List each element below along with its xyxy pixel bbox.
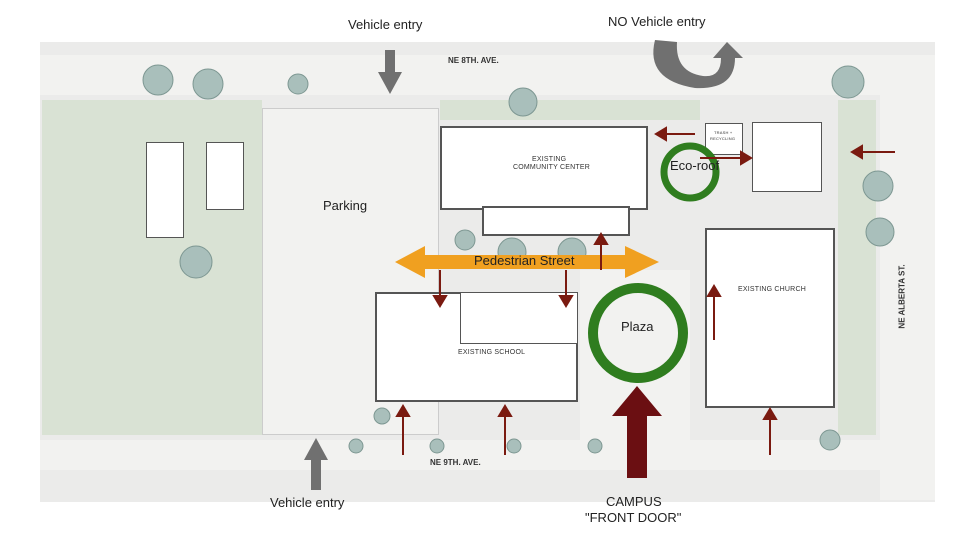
vehicle-entry-top-label: Vehicle entry <box>348 17 423 32</box>
tree <box>508 87 538 117</box>
tree <box>348 438 364 454</box>
tree <box>506 438 522 454</box>
entry-arrow <box>432 270 448 308</box>
community-center-label-1: EXISTING <box>532 156 567 163</box>
north-lawn-strip <box>440 100 700 120</box>
vehicle-entry-arrow-top <box>378 50 402 94</box>
eco-roof-label: Eco-roof <box>670 158 720 173</box>
no-vehicle-entry-u-turn-arrow <box>653 40 743 89</box>
entry-arrow <box>593 232 609 270</box>
tree <box>862 170 894 202</box>
plaza-circle <box>588 283 688 383</box>
community-center-label-2: COMMUNITY CENTER <box>513 164 590 171</box>
tree <box>865 217 895 247</box>
pedestrian-street-arrow <box>395 246 659 278</box>
entry-arrow <box>700 150 753 166</box>
campus-front-door-arrow <box>612 386 662 478</box>
community-center-annex <box>482 206 630 236</box>
tree <box>831 65 865 99</box>
entry-arrow <box>850 144 895 160</box>
trash-label-2: RECYCLING <box>710 136 736 141</box>
vehicle-entry-arrow-bottom <box>304 438 328 490</box>
entry-arrow <box>395 404 411 455</box>
tree <box>429 438 445 454</box>
ne-9th-ave-road <box>40 440 920 470</box>
entry-arrow <box>654 126 695 142</box>
tree <box>287 73 309 95</box>
trash-label-1: TRASH + <box>714 130 733 135</box>
entry-arrow <box>762 407 778 455</box>
front-door-label: "FRONT DOOR" <box>585 510 682 525</box>
church-label: EXISTING CHURCH <box>738 286 806 293</box>
pedestrian-street-label: Pedestrian Street <box>474 253 575 268</box>
entry-arrow <box>558 270 574 308</box>
entry-arrow <box>497 404 513 455</box>
ne-alberta-st-road <box>880 55 935 500</box>
parking-label: Parking <box>323 198 368 213</box>
tree <box>192 68 224 100</box>
school-wing <box>460 292 578 344</box>
house-1 <box>146 142 184 238</box>
plaza-label: Plaza <box>621 319 654 334</box>
existing-community-center <box>440 126 648 210</box>
trees <box>142 64 895 454</box>
vehicle-entry-bottom-label: Vehicle entry <box>270 495 345 510</box>
ne-8th-ave-road <box>40 55 920 95</box>
church-annex <box>752 122 822 192</box>
street-ne-9th: NE 9TH. AVE. <box>430 458 481 467</box>
eco-roof-circle <box>660 142 720 202</box>
tree <box>142 64 174 96</box>
tree <box>454 229 476 251</box>
trash-recycling <box>705 123 743 155</box>
tree <box>587 438 603 454</box>
street-ne-8th: NE 8TH. AVE. <box>448 56 499 65</box>
entry-arrow <box>706 284 722 340</box>
no-vehicle-entry-label: NO Vehicle entry <box>608 14 706 29</box>
school-label: EXISTING SCHOOL <box>458 349 526 356</box>
existing-church <box>705 228 835 408</box>
tree <box>373 407 391 425</box>
campus-label: CAMPUS <box>606 494 662 509</box>
house-2 <box>206 142 244 210</box>
tree <box>819 429 841 451</box>
tree <box>179 245 213 279</box>
